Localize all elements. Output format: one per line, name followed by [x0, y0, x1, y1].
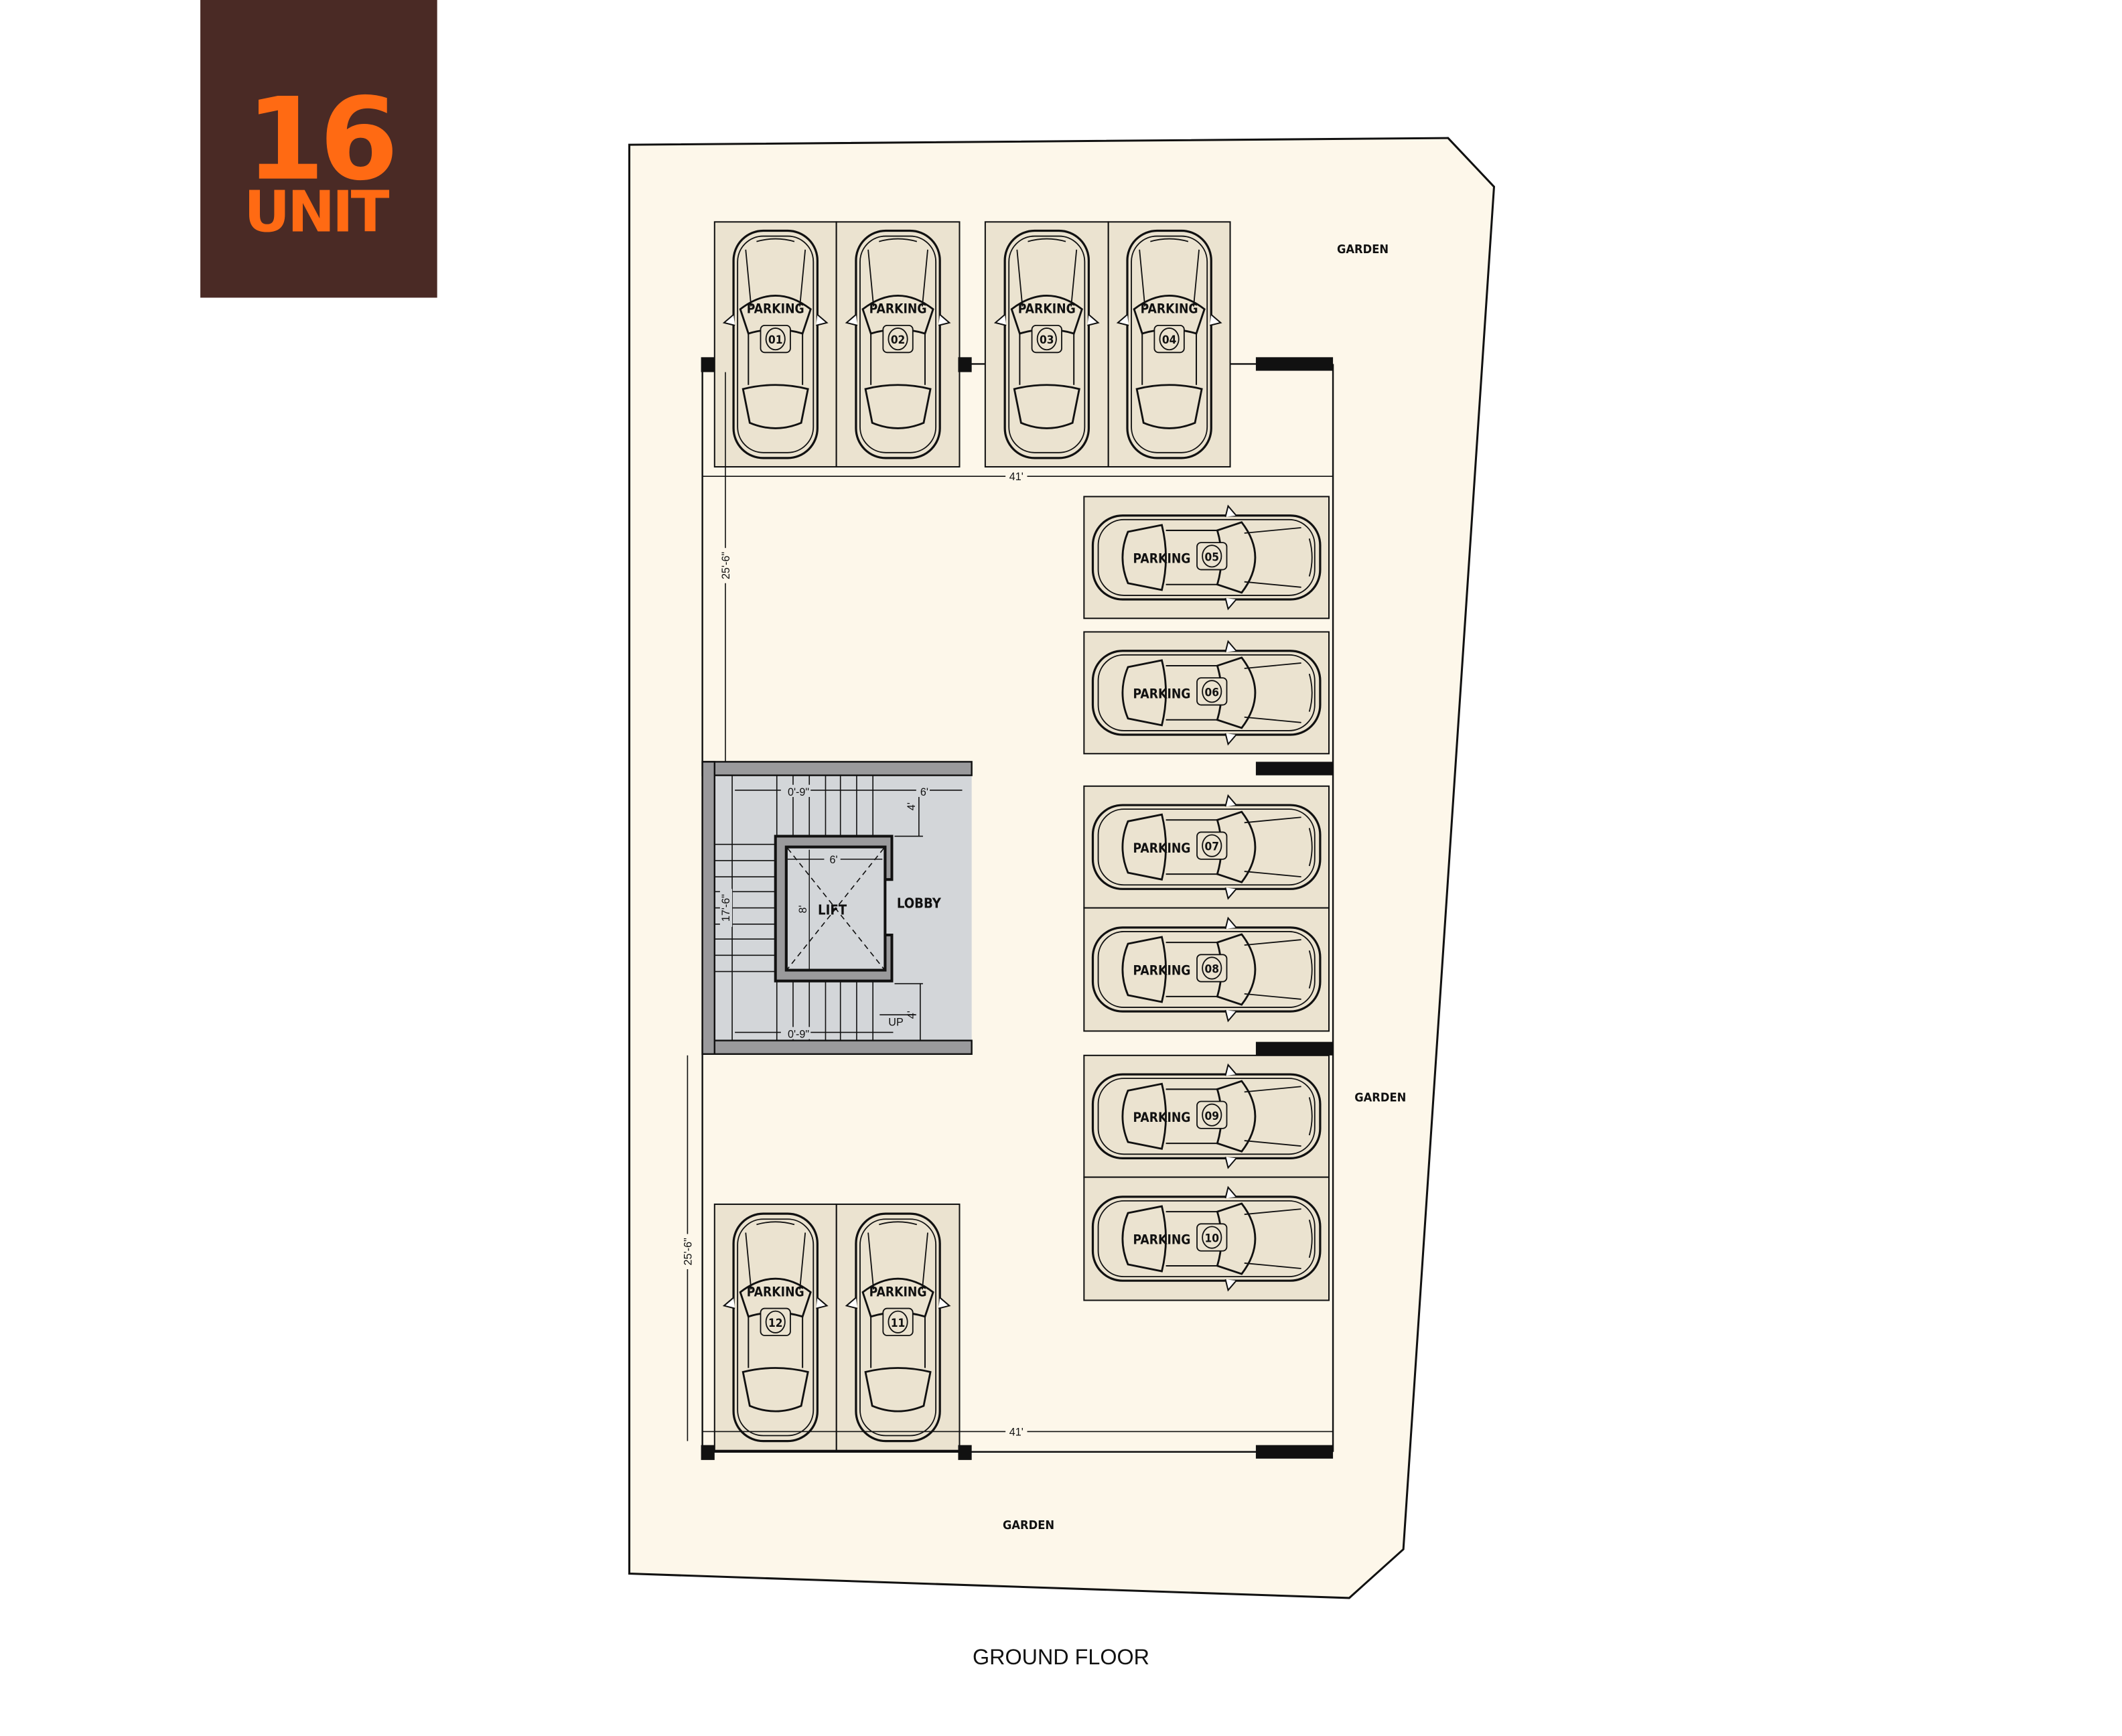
lobby-width-dimension: 6': [920, 786, 928, 798]
parking-space-08: PARKING 08: [1083, 907, 1330, 1032]
parking-label: PARKING: [869, 301, 927, 317]
parking-space-11: PARKING 11: [835, 1204, 961, 1451]
logo: 16 UNIT: [200, 0, 437, 298]
parking-number: 01: [768, 334, 782, 347]
floor-title: GROUND FLOOR: [973, 1645, 1149, 1669]
parking-space-02: PARKING 02: [835, 221, 961, 468]
bottom-depth-dimension: 25'-6": [682, 1238, 694, 1265]
logo-word: UNIT: [244, 179, 389, 245]
parking-space-09: PARKING 09: [1083, 1054, 1330, 1178]
garden-label-top: GARDEN: [1337, 242, 1389, 257]
parking-label: PARKING: [869, 1284, 927, 1299]
top-depth-dimension: 25'-6": [720, 552, 732, 579]
lift-depth-dimension: 8': [797, 906, 809, 914]
stair-top-dimension: 0'-9": [788, 786, 809, 798]
parking-number: 06: [1205, 686, 1219, 699]
parking-number: 10: [1205, 1232, 1219, 1246]
top-width-dimension: 41': [1009, 471, 1023, 483]
garden-label-right: GARDEN: [1354, 1090, 1406, 1104]
bottom-width-dimension: 41': [1009, 1427, 1023, 1439]
parking-label: PARKING: [1141, 301, 1198, 317]
lobby-top-dimension: 4': [906, 802, 918, 810]
parking-space-12: PARKING 12: [713, 1204, 837, 1451]
parking-number: 02: [891, 334, 905, 347]
parking-number: 08: [1205, 963, 1219, 976]
parking-number: 03: [1040, 334, 1054, 347]
parking-bay: [1083, 496, 1330, 620]
lift-cross: [787, 848, 884, 970]
parking-label: PARKING: [747, 301, 804, 317]
lobby-bottom-dimension: 4': [906, 1011, 918, 1019]
lift-width-dimension: 6': [830, 854, 838, 866]
parking-label: PARKING: [747, 1284, 804, 1299]
parking-space-04: PARKING 04: [1107, 221, 1231, 468]
parking-space-10: PARKING 10: [1083, 1176, 1330, 1301]
parking-space-01: PARKING 01: [713, 221, 837, 468]
stair-bottom-dimension: 0'-9": [788, 1029, 809, 1041]
stair-length-dimension: 17'-6": [720, 894, 732, 922]
parking-number: 07: [1205, 841, 1219, 854]
parking-space-06: PARKING 06: [1083, 631, 1330, 755]
parking-space-03: PARKING 03: [984, 221, 1109, 468]
columns: [701, 357, 1334, 1460]
lobby-label: LOBBY: [897, 895, 942, 912]
logo-number: 16: [246, 74, 393, 206]
parking-label: PARKING: [1018, 301, 1076, 317]
stair-lift-core: [701, 761, 973, 1055]
parking-label: PARKING: [1133, 841, 1191, 856]
parking-label: PARKING: [1133, 551, 1191, 566]
parking-label: PARKING: [1133, 963, 1191, 979]
parking-number: 11: [891, 1317, 905, 1330]
parking-space-07: PARKING 07: [1083, 785, 1330, 909]
parking-number: 05: [1205, 551, 1219, 564]
parking-number: 09: [1205, 1110, 1219, 1123]
parking-number: 12: [768, 1317, 782, 1330]
parking-label: PARKING: [1133, 686, 1191, 701]
parking-space-05: PARKING 05: [1083, 496, 1330, 620]
parking-number: 04: [1162, 334, 1177, 347]
lift-label: LIFT: [818, 902, 847, 918]
garden-label-bottom: GARDEN: [1003, 1518, 1054, 1532]
parking-label: PARKING: [1133, 1110, 1191, 1125]
up-label: UP: [888, 1016, 903, 1028]
parking-label: PARKING: [1133, 1232, 1191, 1248]
